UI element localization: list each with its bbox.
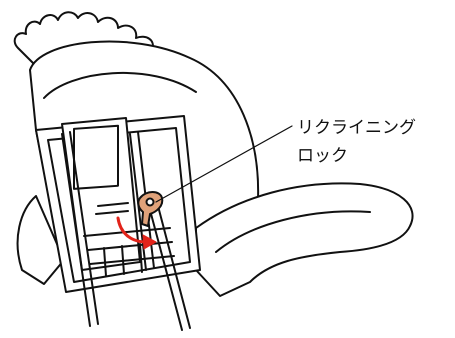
- callout-label-line1: リクライニング: [297, 116, 416, 140]
- lever-pivot: [147, 199, 154, 206]
- callout-label-line2: ロック: [297, 144, 348, 168]
- frame-window: [74, 126, 118, 189]
